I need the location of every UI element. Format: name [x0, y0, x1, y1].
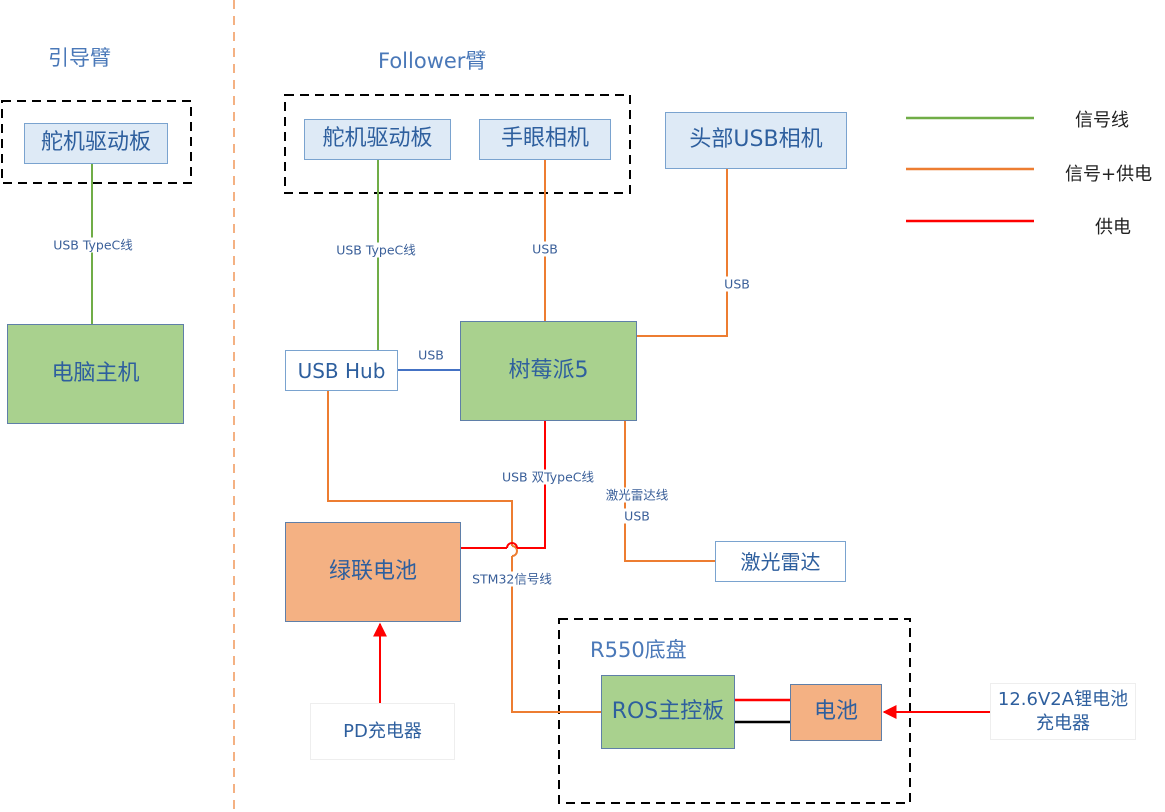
legend-signal-power-label: 信号+供电: [1065, 164, 1153, 185]
wire-head-camera-to-pi: [637, 169, 728, 337]
head-usb-camera: 头部USB相机: [665, 112, 847, 169]
follower-servo-board: 舵机驱动板: [304, 119, 451, 160]
wire-stm32-signal: [511, 556, 601, 713]
pc-host: 电脑主机: [7, 324, 184, 424]
leader-servo-board: 舵机驱动板: [24, 123, 168, 164]
hand-eye-camera: 手眼相机: [479, 119, 611, 160]
leader-usb-typec-label: USB TypeC线: [51, 237, 135, 253]
follower-arm-title: Follower臂: [378, 49, 487, 73]
ugreen-battery: 绿联电池: [285, 522, 461, 622]
hub-usb-label: USB: [416, 347, 446, 363]
wire-stm32-hop: [511, 545, 518, 557]
lidar-cable-label: 激光雷达线: [603, 487, 671, 503]
raspberry-pi-5: 树莓派5: [460, 321, 637, 421]
lithium-charger: 12.6V2A锂电池 充电器: [990, 683, 1136, 740]
usb-hub: USB Hub: [285, 350, 398, 391]
leader-arm-frame: [1, 100, 192, 184]
chassis-battery: 电池: [790, 684, 882, 741]
dual-typec-label: USB 双TypeC线: [499, 469, 597, 485]
head-camera-usb-label: USB: [722, 276, 752, 292]
follower-usb-typec-label: USB TypeC线: [334, 242, 418, 258]
leader-arm-title: 引导臂: [48, 46, 111, 70]
wire-pi-to-battery-right: [517, 420, 546, 549]
ros-main-board: ROS主控板: [601, 675, 735, 749]
lidar: 激光雷达: [715, 541, 846, 582]
wire-pi-to-battery-hop: [506, 542, 518, 549]
legend-signal-label: 信号线: [1075, 110, 1129, 131]
wire-pi-to-lidar: [624, 420, 715, 562]
chassis-title: R550底盘: [590, 638, 687, 662]
camera-usb-label: USB: [530, 241, 560, 257]
wire-hub-to-ros-board: [327, 390, 513, 546]
lidar-usb-label: USB: [622, 508, 652, 524]
pd-charger: PD充电器: [310, 703, 455, 760]
legend-power-label: 供电: [1095, 217, 1131, 238]
follower-arm-frame: [284, 94, 631, 194]
stm32-signal-label: STM32信号线: [470, 571, 554, 587]
